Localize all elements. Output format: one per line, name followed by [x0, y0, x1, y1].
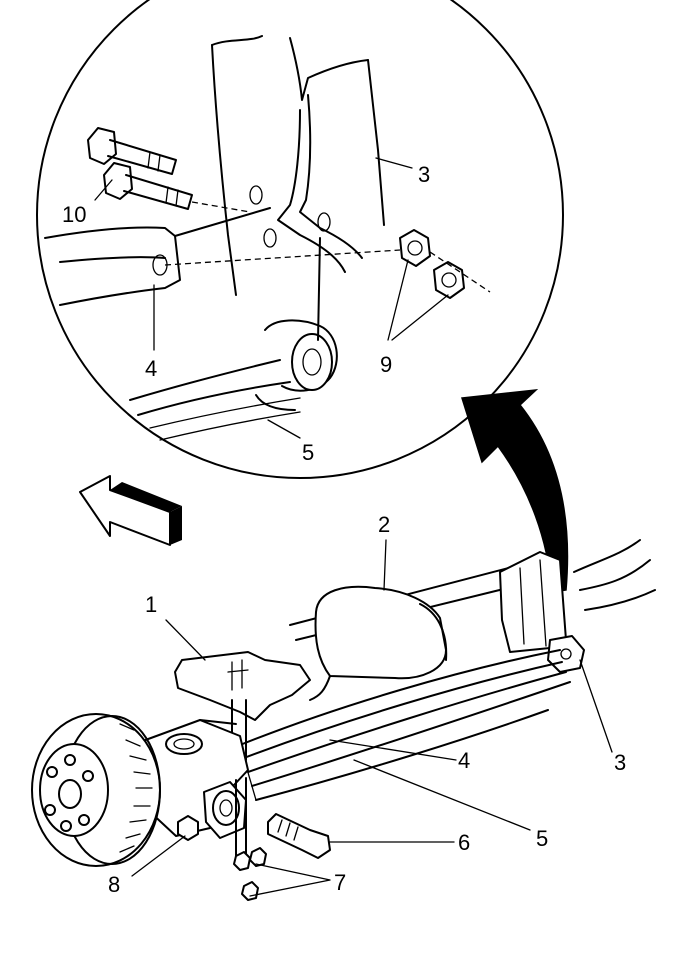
differential-housing: [309, 585, 448, 701]
spring-bolt: [267, 813, 331, 859]
callout-6: 6: [458, 830, 470, 855]
callout-5-main: 5: [536, 826, 548, 851]
detail-leaders: [94, 157, 449, 439]
main-leaders: [131, 539, 613, 897]
forward-direction-arrow-icon: [79, 475, 182, 546]
spring-leaves-detail: [129, 237, 338, 441]
spring-nut: [177, 815, 199, 841]
leaf-spring-pack: [239, 649, 571, 801]
callout-10: 10: [62, 202, 86, 227]
spring-plate: [174, 651, 311, 761]
callout-4-main: 4: [458, 748, 470, 773]
callout-7: 7: [334, 870, 346, 895]
callout-3-main: 3: [614, 750, 626, 775]
shackle-bracket-detail: [211, 35, 385, 296]
spring-eye-detail: [44, 207, 401, 306]
callout-3-detail: 3: [418, 162, 430, 187]
u-bolt-fasteners: [233, 847, 267, 901]
brake-rotor: [31, 713, 161, 867]
detail-view-arrow-icon: [461, 389, 569, 593]
callout-5-detail: 5: [302, 440, 314, 465]
callout-1: 1: [145, 592, 157, 617]
detail-view: 3 10 4 9 5: [36, 0, 564, 479]
callout-8: 8: [108, 872, 120, 897]
rear-shackle-bracket: [499, 539, 656, 673]
callout-4-detail: 4: [145, 356, 157, 381]
front-spring-eye: [203, 777, 247, 863]
callout-2: 2: [378, 512, 390, 537]
nuts-detail: [399, 229, 491, 299]
detail-circle: [36, 0, 564, 479]
callout-9: 9: [380, 352, 392, 377]
bolts-detail: [87, 127, 251, 213]
main-assembly-view: 1 2 3 4 5 6 7 8: [31, 512, 656, 901]
